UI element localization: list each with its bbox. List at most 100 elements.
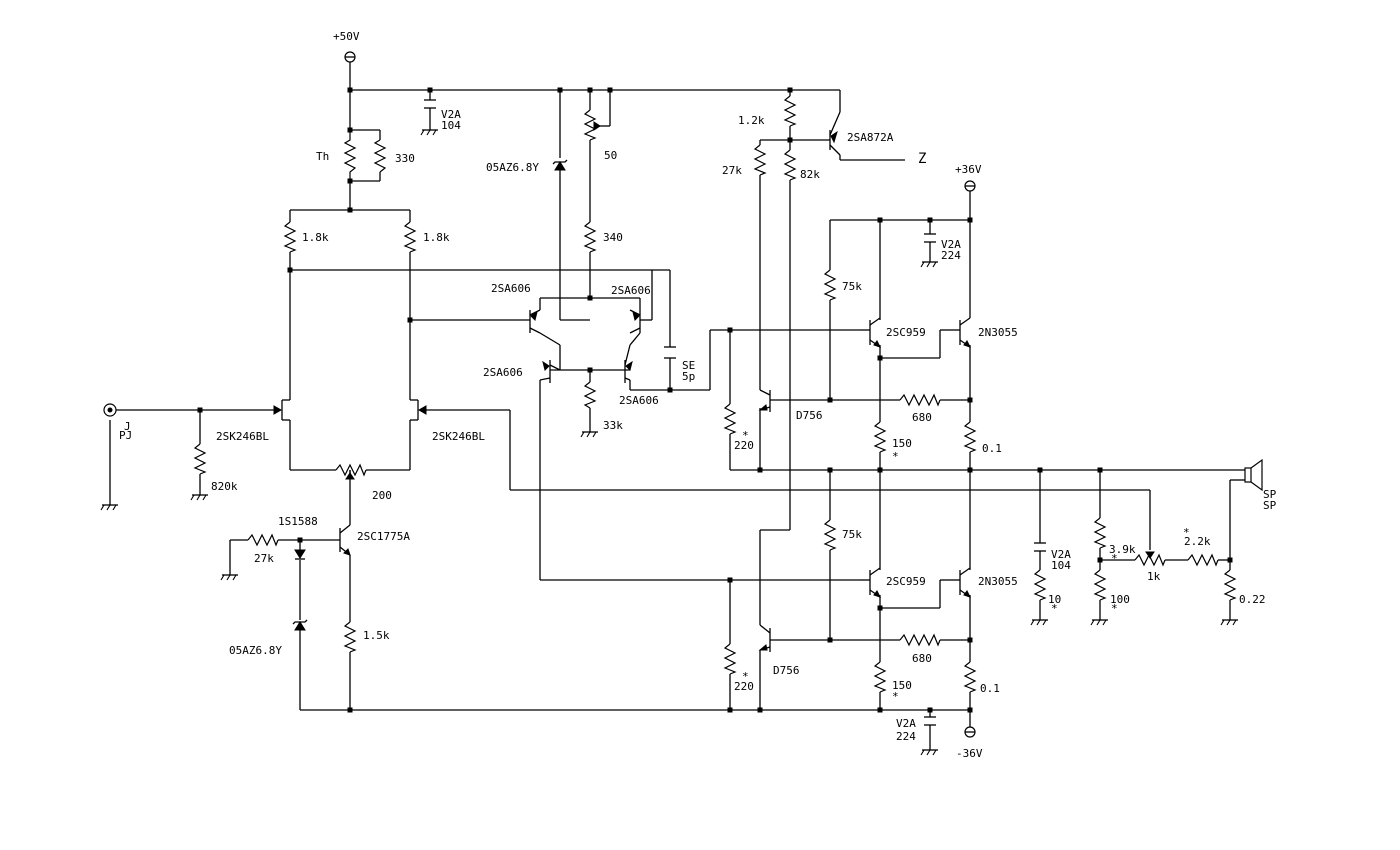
resistor-1.5k <box>343 621 357 653</box>
resistor-10 <box>1033 569 1047 601</box>
terminal-pos36 <box>964 180 976 220</box>
ground-100 <box>1090 619 1108 626</box>
label-r1-2k: 1.2k <box>738 114 765 127</box>
resistor-100 <box>1093 569 1107 601</box>
resistor-200-pot <box>335 463 367 477</box>
resistors-horizontal <box>247 393 1219 647</box>
label-r680-top: 680 <box>912 411 932 424</box>
transistor-d756-bottom <box>758 624 771 652</box>
wires-output-network <box>1039 470 1245 620</box>
label-r75k-top: 75k <box>842 280 862 293</box>
junctions <box>197 87 1233 713</box>
transistor-2sc959-top <box>860 317 881 348</box>
transistor-2sc959-bottom <box>860 567 881 598</box>
label-r0-1-bottom: 0.1 <box>980 682 1000 695</box>
wires-output-bottom <box>540 470 971 750</box>
label-star-3-9k: * <box>1111 552 1118 565</box>
label-q-2sc1775a: 2SC1775A <box>357 530 410 543</box>
capacitor-top-104 <box>424 99 436 109</box>
transistor-2sc1775a <box>339 524 351 556</box>
label-r1-8k-right: 1.8k <box>423 231 450 244</box>
pot-wipers <box>345 121 1155 559</box>
label-star-150-top: * <box>892 450 899 463</box>
resistor-0.22 <box>1223 569 1237 601</box>
ground-cap-top <box>420 129 438 136</box>
ground-33k <box>580 431 598 438</box>
capacitors <box>424 99 1046 726</box>
resistor-27k-top <box>753 144 767 176</box>
input-jack <box>103 403 117 417</box>
label-r340: 340 <box>603 231 623 244</box>
transistor-2sa606-tl <box>529 309 541 334</box>
resistor-220-top <box>723 403 737 435</box>
label-q-2sa606-bl: 2SA606 <box>483 366 523 379</box>
label-q-2sa606-tl: 2SA606 <box>491 282 531 295</box>
zener-bottom-05az6.8y <box>292 619 308 631</box>
label-r820k: 820k <box>211 480 238 493</box>
resistor-680-top <box>899 393 941 407</box>
label-star-220-top: * <box>742 429 749 442</box>
transistor-2n3055-bottom <box>955 567 971 598</box>
label-q-2sc959-bottom: 2SC959 <box>886 575 926 588</box>
label-r3-9k: 3.9k <box>1109 543 1136 556</box>
label-r82k: 82k <box>800 168 820 181</box>
label-r220-top: 220 <box>734 439 754 452</box>
diodes <box>292 159 568 631</box>
label-r1-5k: 1.5k <box>363 629 390 642</box>
resistor-3.9k <box>1093 517 1107 549</box>
label-sp1: SP <box>1263 488 1277 501</box>
label-r27k-bottom: 27k <box>254 552 274 565</box>
labels: +50V +36V -36V Th 330 V2A 104 05AZ6.8Y 5… <box>119 30 1277 760</box>
label-r75k-bottom: 75k <box>842 528 862 541</box>
grounds <box>100 129 1238 756</box>
ground-cap-36 <box>920 261 938 268</box>
transistor-d756-top <box>758 389 771 412</box>
label-r220-bottom: 220 <box>734 680 754 693</box>
label-q-2sa872a: 2SA872A <box>847 131 894 144</box>
label-zener-bottom: 05AZ6.8Y <box>229 644 282 657</box>
label-cap-bottom-rating: V2A <box>896 717 916 730</box>
label-star-2-2k: * <box>1183 526 1190 539</box>
label-q-2sk246-right: 2SK246BL <box>432 430 485 443</box>
resistor-1.8k-right <box>403 221 417 253</box>
wires-output-top <box>730 219 1245 570</box>
resistor-340 <box>583 221 597 253</box>
capacitor-36-224 <box>924 233 936 243</box>
label-q-2n3055-bottom: 2N3055 <box>978 575 1018 588</box>
resistor-82k <box>783 149 797 181</box>
resistor-220-bottom <box>723 643 737 675</box>
label-cap-5p: 5p <box>682 370 695 383</box>
terminal-pos50 <box>344 51 356 90</box>
resistor-820k <box>193 443 207 475</box>
resistor-1.8k-left <box>283 221 297 253</box>
transistor-2sa606-bl <box>539 360 561 383</box>
label-pos50: +50V <box>333 30 360 43</box>
speaker-icon <box>1244 458 1263 492</box>
label-r2-2k: 2.2k <box>1184 535 1211 548</box>
label-cap-top-value: 104 <box>441 119 461 132</box>
label-star-10: * <box>1051 602 1058 615</box>
wires-diff-pair <box>539 298 860 580</box>
resistor-150-top <box>873 421 887 453</box>
label-r200: 200 <box>372 489 392 502</box>
zener-top-05az6.8y <box>552 159 568 171</box>
label-cap-36-rating: V2A <box>941 238 961 251</box>
ground-27k <box>220 574 238 581</box>
label-cap-top-rating: V2A <box>441 108 461 121</box>
ground-10 <box>1030 619 1048 626</box>
label-r1-8k-left: 1.8k <box>302 231 329 244</box>
resistor-150-bottom <box>873 661 887 693</box>
transistor-2sa606-tr <box>629 270 653 334</box>
resistor-680-bottom <box>899 633 941 647</box>
label-z-out: Z <box>918 151 926 167</box>
transistor-2sa606-br <box>624 344 633 383</box>
label-q-2sk246-left: 2SK246BL <box>216 430 269 443</box>
terminal-neg36 <box>964 711 976 738</box>
label-r50: 50 <box>604 149 617 162</box>
capacitor-bottom-224 <box>924 716 936 726</box>
label-r0-22: 0.22 <box>1239 593 1266 606</box>
transistor-2sk246bl-left <box>273 399 290 421</box>
label-cap-out-rating: V2A <box>1051 548 1071 561</box>
resistor-330 <box>373 139 387 173</box>
